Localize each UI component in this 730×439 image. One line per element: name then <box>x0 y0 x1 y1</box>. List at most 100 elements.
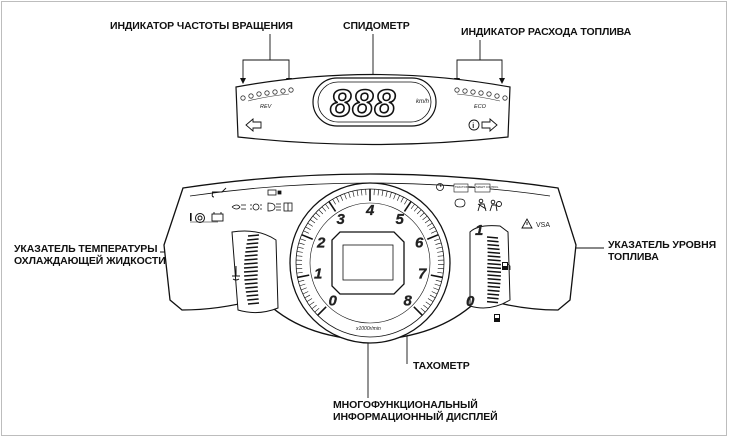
tachometer-minor-tick <box>361 189 363 196</box>
high-beam-icon <box>267 202 281 212</box>
fuel-gauge-scale <box>486 236 502 304</box>
tachometer-minor-tick <box>400 196 404 203</box>
coolant-gauge-segment <box>246 242 259 245</box>
tachometer-minor-tick <box>311 304 317 310</box>
speed-digits: 888 <box>330 83 396 125</box>
tachometer-minor-tick <box>303 230 309 234</box>
rev-label: REV <box>260 104 273 110</box>
speed-display-inner <box>317 81 432 123</box>
speed-unit: km/h <box>416 99 430 105</box>
tachometer-minor-tick <box>318 209 324 215</box>
upper-meter: REV ECO 888 km/h i <box>235 73 511 146</box>
cruise-icon <box>436 183 444 191</box>
tachometer-minor-tick <box>404 199 408 205</box>
tachometer-major-tick <box>301 233 314 241</box>
label-mid-2: ИНФОРМАЦИОННЫЙ ДИСПЛЕЙ <box>333 410 498 423</box>
tachometer-minor-tick <box>423 304 429 310</box>
tachometer-minor-tick <box>356 190 359 197</box>
tachometer-minor-tick <box>312 215 318 221</box>
tachometer-number: 3 <box>337 211 346 228</box>
tachometer-minor-tick <box>298 279 305 282</box>
tachometer-minor-tick <box>305 226 311 231</box>
info-icon: i <box>468 119 480 131</box>
tachometer-minor-tick <box>434 283 441 287</box>
fuel-gauge-segment <box>487 251 501 254</box>
tachometer-minor-tick <box>416 209 422 215</box>
tachometer-minor-tick <box>434 238 441 242</box>
tachometer-number: 6 <box>415 235 424 252</box>
fuel-gauge-segment <box>487 262 501 266</box>
tachometer-minor-tick <box>427 222 433 227</box>
fuel-gauge-segment <box>487 270 502 273</box>
label-fuel-level-1: УКАЗАТЕЛЬ УРОВНЯ <box>608 239 716 251</box>
fuel-gauge-segment <box>487 274 501 277</box>
tachometer-minor-tick <box>425 301 431 306</box>
tachometer-minor-tick <box>314 307 320 313</box>
fuel-pump-icon-small <box>494 314 500 322</box>
tachometer-minor-tick <box>325 203 330 209</box>
fuel-gauge-segment <box>487 289 500 292</box>
fuel-gauge-segment <box>487 278 501 281</box>
coolant-gauge-segment <box>245 250 258 253</box>
coolant-gauge-segment <box>244 282 258 285</box>
tachometer-minor-tick <box>302 291 309 295</box>
rev-indicator-dots <box>240 87 294 101</box>
fuel-pump-icon <box>502 262 511 270</box>
door-open-icon <box>283 202 293 212</box>
tachometer-minor-tick <box>299 238 306 242</box>
label-coolant-temp-2: ОХЛАЖДАЮЩЕЙ ЖИДКОСТИ <box>14 254 166 267</box>
tachometer-minor-tick <box>300 287 307 291</box>
coolant-gauge-segment <box>245 246 259 249</box>
tachometer-minor-tick <box>352 190 355 197</box>
coolant-gauge-segment <box>247 234 260 237</box>
tachometer-minor-tick <box>435 279 442 282</box>
tachometer-major-tick <box>426 233 439 241</box>
fog-light-icon <box>231 204 246 210</box>
vsa-indicator: VSA <box>536 222 550 229</box>
coolant-gauge-segment <box>244 274 258 277</box>
tachometer-minor-tick <box>377 189 379 196</box>
tachometer-minor-tick <box>344 193 347 200</box>
multi-info-display <box>331 231 405 295</box>
coolant-gauge-segment <box>247 238 259 241</box>
tachometer-unit: x1000r/min <box>355 326 381 332</box>
tachometer-minor-tick <box>297 246 304 249</box>
eco-indicator-dots <box>454 87 508 101</box>
eco-label: ECO <box>474 104 487 110</box>
tachometer-minor-tick <box>306 298 313 302</box>
tachometer-minor-tick <box>307 222 313 227</box>
tcs-right-label: SMART CONTROL <box>476 185 499 189</box>
label-coolant-temp-1: УКАЗАТЕЛЬ ТЕМПЕРАТУРЫ <box>14 243 157 255</box>
tpms-icon <box>454 198 466 208</box>
battery-icon <box>211 212 224 222</box>
coolant-gauge-segment <box>246 294 259 297</box>
tachometer-major-tick <box>430 274 443 279</box>
tachometer-minor-tick <box>348 192 351 199</box>
tachometer-minor-tick <box>385 190 388 197</box>
tachometer-minor-tick <box>422 215 428 221</box>
speed-display-outer <box>312 77 437 127</box>
tachometer-minor-tick <box>309 301 315 306</box>
tachometer-minor-tick <box>429 294 436 299</box>
tachometer-scale <box>296 189 444 316</box>
fuel-gauge-segment <box>486 236 499 239</box>
label-mid-1: МНОГОФУНКЦИОНАЛЬНЫЙ <box>333 398 478 411</box>
fuel-gauge-segment <box>487 259 501 262</box>
label-rev-indicator: ИНДИКАТОР ЧАСТОТЫ ВРАЩЕНИЯ <box>110 20 293 32</box>
fuel-gauge-segment <box>487 293 500 296</box>
brake-icon <box>195 213 205 223</box>
tachometer-minor-tick <box>381 190 384 197</box>
tachometer-minor-tick <box>396 195 400 201</box>
right-arrow-icon <box>481 118 498 132</box>
check-engine-icon <box>267 189 282 196</box>
tcs-left-label: TRACTION OFF <box>455 185 475 189</box>
tachometer-minor-tick <box>389 192 392 199</box>
coolant-gauge-segment <box>247 302 260 305</box>
tachometer-minor-tick <box>437 251 444 253</box>
coolant-gauge-segment <box>244 254 258 257</box>
coolant-gauge-segment <box>244 262 258 265</box>
warning-exclaim-icon <box>190 213 192 221</box>
coolant-gauge-segment <box>245 286 258 289</box>
